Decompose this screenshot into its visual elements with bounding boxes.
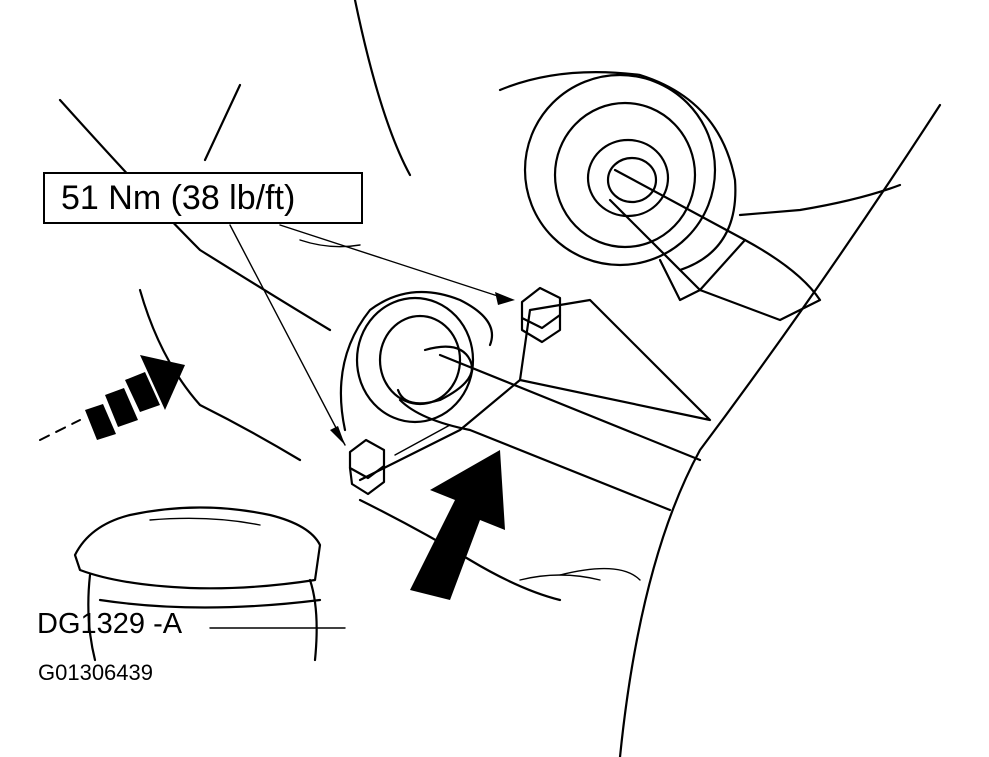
- diagram-code-label: DG1329 -A: [37, 608, 183, 640]
- torque-spec-text: 51 Nm (38 lb/ft): [61, 179, 296, 217]
- torque-spec-callout: 51 Nm (38 lb/ft): [43, 172, 363, 224]
- upper-bolt-icon: [520, 286, 562, 344]
- large-direction-arrow-icon: [410, 450, 505, 600]
- callout-leader-lines: [229, 224, 511, 446]
- lower-link-bracket: [339, 290, 712, 602]
- lower-bolt-icon: [348, 438, 386, 496]
- vehicle-body-outline: [58, 0, 942, 757]
- leader-arrowhead-icons: [330, 292, 515, 445]
- dashed-direction-arrow-icon: [39, 355, 185, 441]
- upper-link-bushing: [498, 71, 822, 322]
- rubber-boot: [73, 506, 322, 662]
- image-id-label: G01306439: [38, 660, 153, 685]
